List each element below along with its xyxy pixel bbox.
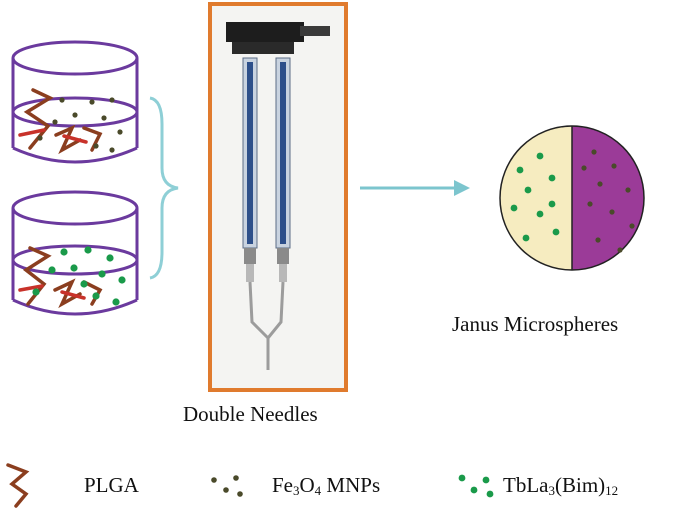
double-needles-label: Double Needles — [183, 402, 318, 426]
needle-joint — [248, 281, 285, 340]
janus-left-half — [500, 126, 572, 270]
legend-fe-symbol — [211, 475, 243, 497]
legend-tbla3-label: TbLa3(Bim)12 — [503, 473, 619, 498]
legend-fe3o4-label: Fe3O4 MNPs — [272, 473, 381, 498]
janus-fe-dots — [581, 149, 635, 253]
legend-plga-label: PLGA — [84, 473, 139, 497]
janus-right-half — [572, 126, 644, 270]
curly-brace — [149, 96, 179, 280]
beaker-top — [11, 40, 139, 164]
beaker-bottom — [11, 190, 139, 316]
legend-plga-symbol — [6, 463, 30, 508]
janus-microspheres-label: Janus Microspheres — [452, 312, 619, 336]
janus-microsphere — [499, 125, 645, 271]
beaker-bottom-rim — [11, 190, 139, 226]
double-needles-photo — [208, 2, 348, 392]
janus-tb-dots — [510, 152, 560, 242]
tb-dots-bottom — [32, 246, 126, 306]
fe-dots-top — [37, 97, 123, 153]
plga-chains-bottom — [18, 246, 103, 309]
needle-clamp — [226, 22, 304, 42]
beaker-bottom-bottom — [12, 298, 138, 316]
beaker-top-rim — [11, 40, 139, 76]
beaker-top-bottom — [12, 146, 138, 164]
process-arrow — [360, 180, 470, 196]
legend-tb-symbol — [458, 474, 494, 498]
